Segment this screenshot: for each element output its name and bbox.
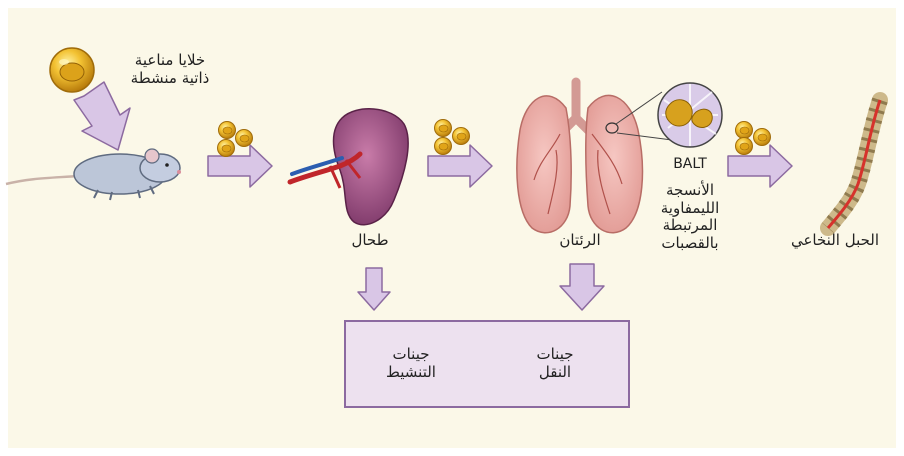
label-transport-genes: جينات النقل <box>520 346 590 381</box>
label-lungs: الرئتان <box>540 232 620 250</box>
label-immune-cells: خلايا مناعية ذاتية منشطة <box>100 52 240 87</box>
arrow-mouse-to-spleen <box>208 145 272 187</box>
arrow-cell-to-mouse <box>74 82 130 150</box>
label-balt-full: الأنسجة الليمفاوية المرتبطة بالقصبات <box>630 182 750 253</box>
spleen-icon <box>290 109 408 225</box>
label-balt-abbr: BALT <box>650 156 730 173</box>
cells-group-2 <box>435 120 470 155</box>
label-spinal-cord: الحبل النخاعي <box>770 232 900 250</box>
cells-group-3 <box>736 122 771 155</box>
mouse-icon <box>6 149 181 200</box>
arrow-spleen-down <box>358 268 390 310</box>
spinal-cord-icon <box>828 100 880 228</box>
lungs-icon <box>517 82 643 233</box>
label-spleen: طحال <box>330 232 410 250</box>
cells-group-1 <box>218 122 253 157</box>
immune-cell-icon <box>50 48 94 92</box>
label-activation-genes: جينات التنشيط <box>368 346 454 381</box>
arrow-lungs-down <box>560 264 604 310</box>
